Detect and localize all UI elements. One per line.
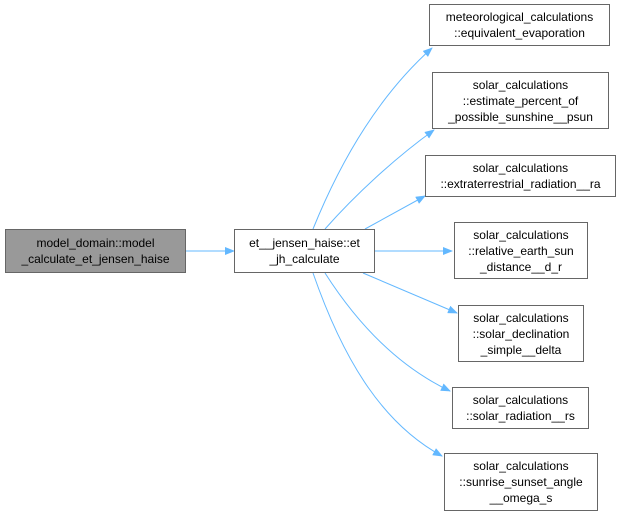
node-solar-declination-simple[interactable]: solar_calculations ::solar_declination _… [458, 305, 584, 362]
edge-et-to-equivalent-evaporation [312, 47, 433, 230]
node-label-line: model_domain::model [36, 236, 155, 250]
node-label-line: _distance__d_r [479, 259, 563, 274]
edge-et-to-sunrise-sunset-angle [312, 272, 443, 457]
node-label-line: ::equivalent_evaporation [454, 26, 585, 40]
node-label-line: solar_calculations [472, 393, 569, 407]
node-label-line: _possible_sunshine__psun [448, 109, 593, 124]
node-relative-earth-sun-distance[interactable]: solar_calculations ::relative_earth_sun … [454, 222, 588, 279]
edge-et-to-solar-radiation [324, 272, 451, 392]
node-label-line: ::solar_radiation__rs [466, 409, 575, 423]
node-label-line: solar_calculations [473, 459, 569, 473]
node-label-line: _simple__delta [480, 342, 562, 357]
node-label-line: _calculate_et_jensen_haise [21, 252, 170, 266]
edge-et-to-percent-possible-sunshine [324, 129, 435, 230]
node-label-line: ::solar_declination [472, 326, 570, 341]
node-label-line: solar_calculations [472, 77, 569, 92]
node-extraterrestrial-radiation[interactable]: solar_calculations ::extraterrestrial_ra… [425, 155, 616, 197]
node-label-line: ::extraterrestrial_radiation__ra [440, 177, 601, 191]
node-label-line: ::estimate_percent_of [462, 93, 579, 108]
node-estimate-percent-of-possible-sunshine[interactable]: solar_calculations ::estimate_percent_of… [432, 72, 609, 129]
node-equivalent-evaporation[interactable]: meteorological_calculations ::equivalent… [429, 4, 610, 46]
node-model-calculate-et-jensen-haise[interactable]: model_domain::model _calculate_et_jensen… [5, 229, 186, 273]
node-sunrise-sunset-angle-omega[interactable]: solar_calculations ::sunrise_sunset_angl… [444, 453, 598, 511]
node-label-line: __omega_s [489, 491, 553, 505]
node-solar-radiation-rs[interactable]: solar_calculations ::solar_radiation__rs [452, 387, 589, 429]
edge-et-to-extraterrestrial-radiation [364, 195, 426, 230]
node-label-line: solar_calculations [473, 310, 569, 325]
node-label-line: ::relative_earth_sun [468, 243, 574, 258]
node-label-line: _jh_calculate [269, 252, 340, 266]
edge-et-to-solar-declination [362, 272, 458, 314]
node-label-line: et__jensen_haise::et [249, 236, 360, 250]
node-label-line: meteorological_calculations [445, 10, 594, 24]
node-label-line: solar_calculations [473, 227, 569, 242]
node-et-jh-calculate[interactable]: et__jensen_haise::et _jh_calculate [234, 229, 375, 273]
node-label-line: ::sunrise_sunset_angle [459, 475, 583, 489]
node-label-line: solar_calculations [472, 161, 569, 175]
